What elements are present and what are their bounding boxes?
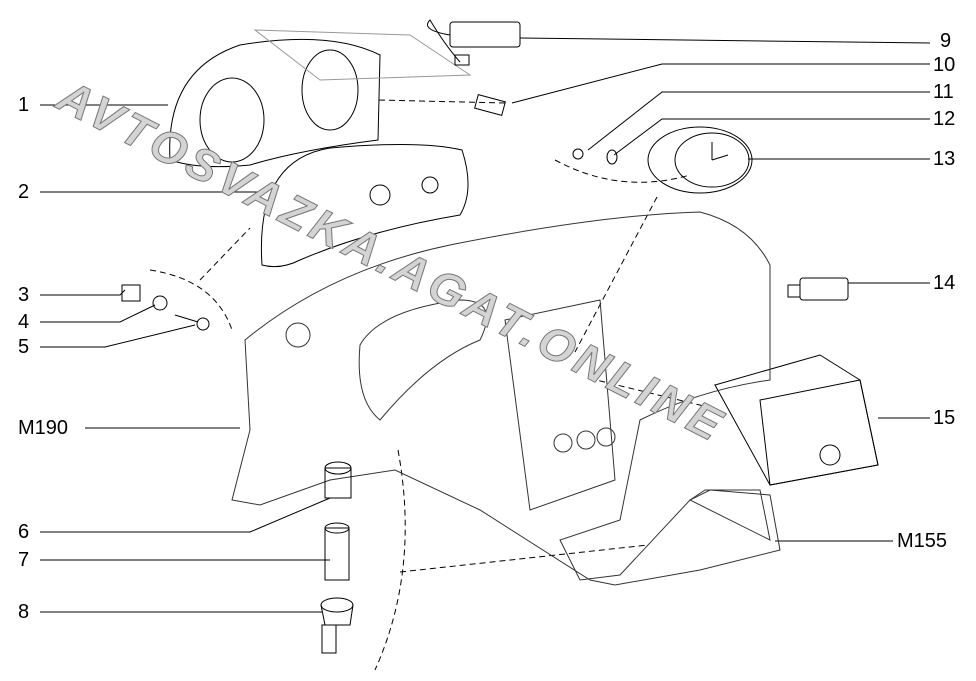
callout-9: 9 xyxy=(940,30,952,52)
module-9 xyxy=(427,19,521,66)
callout-2: 2 xyxy=(18,181,30,203)
radio-15 xyxy=(714,354,879,486)
callout-13: 13 xyxy=(933,148,956,170)
lighter-6 xyxy=(324,461,352,499)
leader-lines xyxy=(40,37,931,613)
callout-5: 5 xyxy=(18,336,30,358)
lighter-socket-7 xyxy=(324,522,350,581)
callout-m190: M190 xyxy=(18,417,69,439)
assembly-arrows xyxy=(149,99,713,671)
instrument-cluster-1 xyxy=(169,29,472,168)
callout-12: 12 xyxy=(933,108,956,130)
callout-7: 7 xyxy=(18,549,30,571)
callout-10: 10 xyxy=(933,54,956,76)
nut-4 xyxy=(152,295,168,311)
clip-3 xyxy=(121,284,141,302)
washer-12 xyxy=(606,149,618,165)
callout-3: 3 xyxy=(18,284,30,306)
screw-11 xyxy=(572,148,584,160)
callout-1: 1 xyxy=(18,94,30,116)
clock-13 xyxy=(647,126,753,194)
callout-m155: M155 xyxy=(897,530,948,552)
callout-14: 14 xyxy=(933,272,956,294)
instrument-cluster-2 xyxy=(260,143,469,268)
screw-5 xyxy=(174,314,210,331)
switch-14 xyxy=(787,277,849,301)
holder-8 xyxy=(320,597,354,654)
connector-10 xyxy=(474,94,506,116)
callout-8: 8 xyxy=(18,601,30,623)
callout-15: 15 xyxy=(933,407,956,429)
callout-11: 11 xyxy=(933,81,954,103)
callout-6: 6 xyxy=(18,521,30,543)
dashboard-m190 xyxy=(231,211,781,586)
callout-4: 4 xyxy=(18,311,30,333)
